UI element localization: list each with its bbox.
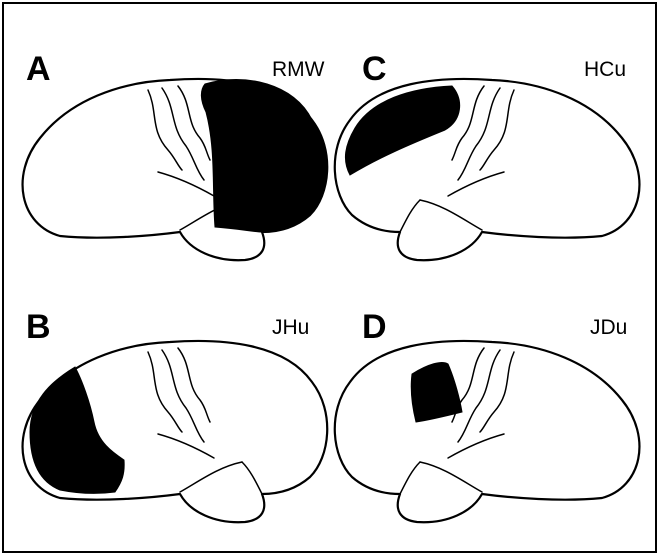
panel-a: A RMW <box>23 50 328 260</box>
panel-letter-a: A <box>26 50 51 88</box>
panel-b <box>23 341 328 522</box>
patient-code-c: HCu <box>584 58 626 81</box>
lesion-c <box>345 86 459 175</box>
panel-letter-d: D <box>362 308 387 346</box>
lesion-b <box>30 367 124 493</box>
patient-code-a: RMW <box>272 58 325 81</box>
panel-letter-c: C <box>362 50 387 88</box>
panel-d <box>335 341 640 522</box>
brain-outline-d <box>335 341 640 522</box>
panel-letter-b: B <box>26 308 51 346</box>
patient-code-b: JHu <box>272 316 309 339</box>
lesion-a <box>201 80 327 233</box>
panel-c: C HCu <box>335 50 640 260</box>
lesion-d <box>411 362 462 422</box>
patient-code-d: JDu <box>590 316 627 339</box>
